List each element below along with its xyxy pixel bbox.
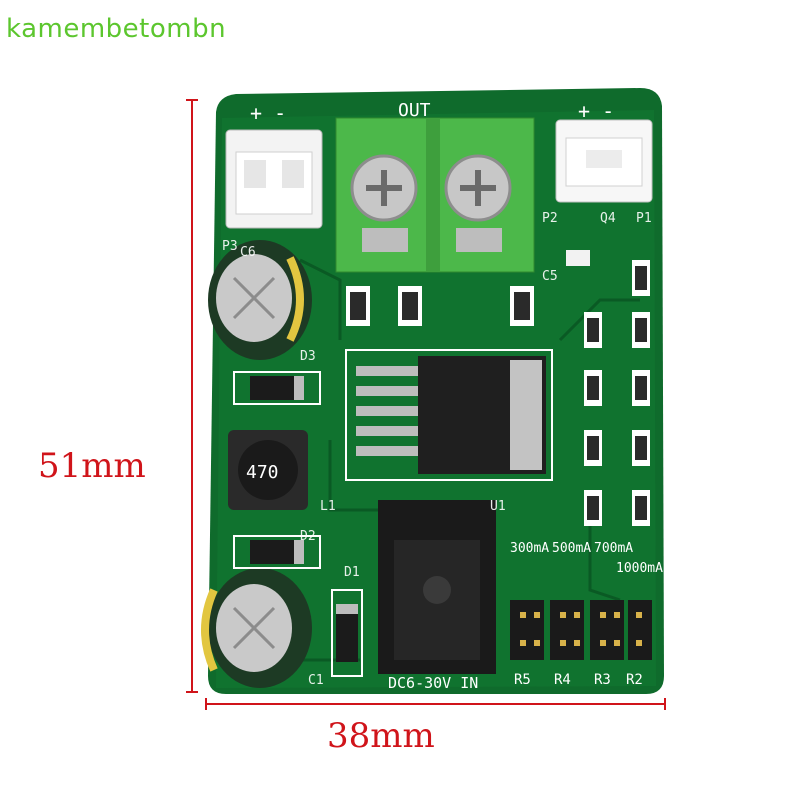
capacitor-c1 [201, 568, 312, 688]
svg-text:P1: P1 [636, 211, 652, 226]
inductor-l1 [228, 430, 308, 510]
current-option-labels: 300mA 500mA 700mA 1000mA [510, 541, 663, 576]
svg-text:P3: P3 [222, 239, 238, 254]
svg-text:P2: P2 [542, 211, 558, 226]
current-option-1000: 1000mA [616, 561, 663, 576]
jumper-r4: R4 [554, 672, 571, 688]
svg-text:D3: D3 [300, 349, 316, 364]
connector-p3 [225, 129, 323, 229]
screw-terminal-out [335, 117, 535, 273]
svg-text:C6: C6 [240, 245, 256, 260]
height-dimension-label: 51mm [38, 446, 146, 486]
diode-d3 [233, 371, 321, 405]
width-dimension-line [205, 698, 666, 710]
watermark-text: kamembetombn [6, 14, 227, 44]
current-option-300: 300mA [510, 541, 549, 556]
height-dimension-line [186, 99, 198, 693]
input-label: DC6-30V IN [388, 674, 478, 692]
jumper-labels: R5 R4 R3 R2 [514, 672, 643, 688]
current-option-700: 700mA [594, 541, 633, 556]
jumper-r5: R5 [514, 672, 531, 688]
width-dimension-label: 38mm [327, 716, 435, 756]
connector-p2 [555, 119, 653, 203]
regulator-ic-u1 [345, 349, 553, 481]
dc-jack [378, 500, 496, 674]
svg-text:D2: D2 [300, 529, 316, 544]
svg-text:C1: C1 [308, 673, 324, 688]
diode-d2 [233, 535, 321, 569]
inductor-value: 470 [246, 462, 279, 483]
capacitor-c6 [208, 240, 312, 360]
svg-text:Q4: Q4 [600, 211, 616, 226]
jumper-headers [510, 600, 652, 660]
svg-text:+ -: + - [578, 99, 614, 123]
jumper-r2: R2 [626, 672, 643, 688]
svg-text:C5: C5 [542, 269, 558, 284]
svg-text:D1: D1 [344, 565, 360, 580]
current-option-500: 500mA [552, 541, 591, 556]
diode-d1 [331, 589, 363, 677]
out-label: OUT [398, 100, 431, 121]
svg-text:+ -: + - [250, 101, 286, 125]
svg-text:L1: L1 [320, 499, 336, 514]
smd-components [346, 250, 650, 526]
silkscreen-labels: P3 P2 Q4 P1 D3 D2 D1 L1 C1 C6 C5 U1 [222, 211, 652, 688]
svg-text:U1: U1 [490, 499, 506, 514]
jumper-r3: R3 [594, 672, 611, 688]
